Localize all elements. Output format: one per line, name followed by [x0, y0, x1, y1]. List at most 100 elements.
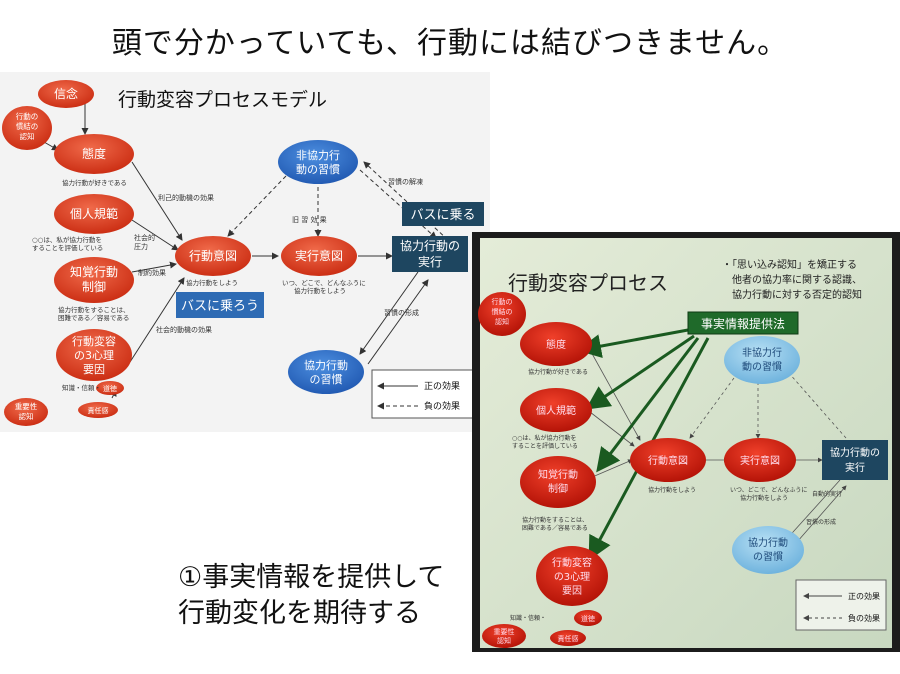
node-three-factors-3: 要因	[83, 363, 105, 376]
node-habit-cog-1: 行動の	[16, 111, 39, 121]
edge-label-selfish: 利己的動機の効果	[158, 193, 214, 202]
note-knowledge: 知識・信頼・	[62, 383, 101, 392]
edge-label-habit-form: 習慣の形成	[384, 308, 419, 317]
edge-label-social-pressure-2: 圧力	[134, 242, 148, 251]
photo-node-coop-behavior-2: 実行	[845, 461, 865, 474]
photo-node-three-factors	[536, 546, 608, 606]
photo-node-three-factors-1: 行動変容	[552, 556, 592, 569]
node-attitude	[54, 134, 134, 174]
photo-node-noncoop-habit	[724, 336, 800, 384]
photo-node-perceived-control	[520, 456, 596, 508]
photo-node-coop-behavior	[822, 440, 888, 480]
note-norm-1: ○○は、私が協力行動を	[32, 235, 102, 244]
photo-node-habit-cog-3: 認知	[495, 317, 509, 326]
photo-note-knowledge: 知識・信頼・	[510, 614, 546, 622]
edge-label-social-pressure-1: 社会的	[134, 233, 155, 242]
photo-node-habit-cog-2: 慣結の	[492, 307, 513, 316]
photo-note-attitude: 協力行動が好きである	[528, 368, 588, 376]
diagram-title: 行動変容プロセスモデル	[118, 89, 327, 111]
node-habit-cog-2: 慣結の	[16, 121, 39, 131]
photo-note-norm-1: ○○は、私が協力行動を	[512, 434, 576, 442]
caption-line-2: 行動変化を期待する	[178, 598, 421, 629]
node-perceived-control-2: 制御	[82, 279, 106, 294]
node-three-factors-1: 行動変容	[72, 334, 116, 348]
photo-node-personal-norm-label: 個人規範	[536, 404, 576, 417]
note-attitude: 協力行動が好きである	[62, 178, 127, 187]
note-impl-2: 協力行動をしよう	[294, 286, 346, 295]
photo-node-impl-intention	[724, 438, 796, 482]
photo-node-responsibility	[550, 630, 586, 646]
photo-node-moral	[574, 610, 602, 626]
photo-node-importance-1: 重要性	[494, 627, 515, 636]
photo-legend-box	[795, 579, 887, 631]
node-attitude-label: 態度	[82, 146, 106, 161]
bus-ride-box	[176, 292, 264, 318]
note-norm-2: することを評価している	[32, 243, 103, 252]
node-importance	[4, 398, 48, 426]
node-three-factors	[56, 329, 132, 381]
node-noncoop-habit	[278, 140, 358, 184]
node-intention	[175, 236, 251, 276]
node-habit-cognition	[2, 106, 52, 150]
photo-node-coop-habit-1: 協力行動	[748, 536, 788, 549]
photo-node-importance	[482, 624, 526, 648]
node-impl-intention-label: 実行意図	[295, 248, 343, 263]
photo-node-attitude	[520, 322, 592, 366]
photo-node-impl-intention-label: 実行意図	[740, 454, 780, 467]
slide-note-3: 協力行動に対する否定的認知	[732, 288, 862, 301]
node-importance-2: 認知	[19, 411, 34, 421]
photo-node-intention	[630, 438, 706, 482]
node-moral	[96, 381, 124, 395]
node-coop-habit	[288, 350, 364, 394]
slide-note-2: 他者の協力率に関する認識、	[732, 273, 862, 286]
node-belief	[38, 80, 94, 108]
photo-node-coop-habit-2: の習慣	[753, 550, 783, 563]
note-control-1: 協力行動をすることは、	[58, 305, 130, 314]
node-responsibility	[78, 402, 118, 418]
photo-node-three-factors-2: の3心理	[554, 571, 590, 583]
edge-label-habit-release: 習慣の解凍	[388, 177, 423, 186]
photo-legend-negative: 負の効果	[848, 613, 880, 623]
note-impl-1: いつ、どこで、どんなふうに	[282, 279, 366, 287]
photo-note-intention: 協力行動をしよう	[648, 486, 696, 494]
node-personal-norm-label: 個人規範	[70, 206, 118, 221]
bus-board-label: バスに乗る	[410, 208, 475, 223]
photo-note-impl-1: いつ、どこで、どんなふうに	[730, 486, 807, 494]
note-intention: 協力行動をしよう	[186, 278, 238, 287]
photo-node-noncoop-habit-1: 非協力行	[742, 346, 782, 359]
photo-note-norm-2: することを評価している	[512, 442, 578, 450]
photo-node-attitude-label: 態度	[546, 338, 566, 351]
photo-node-habit-cog-1: 行動の	[492, 297, 513, 306]
node-implementation-intention	[281, 236, 357, 276]
node-coop-habit-2: の習慣	[310, 372, 343, 386]
photo-note-control-1: 協力行動をすることは、	[522, 516, 588, 524]
caption-line-1: ①事実情報を提供して	[178, 562, 445, 593]
node-responsibility-label: 責任感	[88, 406, 109, 415]
node-coop-behavior-1: 協力行動の	[400, 238, 460, 253]
node-importance-1: 重要性	[15, 401, 38, 411]
node-noncoop-habit-1: 非協力行	[296, 149, 340, 162]
photo-note-impl-2: 協力行動をしよう	[740, 494, 788, 502]
photo-node-coop-behavior-1: 協力行動の	[830, 446, 880, 459]
note-control-2: 困難である／容易である	[58, 313, 129, 322]
node-coop-behavior-2: 実行	[418, 254, 442, 269]
legend-positive: 正の効果	[424, 380, 460, 392]
headline: 頭で分かっていても、行動には結びつきません。	[111, 26, 789, 61]
slide-note-1: ・「思い込み認知」を矯正する	[722, 258, 857, 271]
node-noncoop-habit-2: 動の習慣	[296, 162, 340, 176]
edge-label-social-motive: 社会的動機の効果	[156, 325, 212, 334]
photo-node-responsibility-label: 責任感	[558, 634, 579, 643]
edge-label-old-habit: 旧 習 効 果	[292, 215, 327, 224]
fact-info-label: 事実情報提供法	[701, 316, 785, 331]
photo-node-perceived-control-1: 知覚行動	[538, 468, 578, 481]
node-coop-habit-1: 協力行動	[304, 358, 348, 372]
node-habit-cog-3: 認知	[20, 131, 35, 141]
photo-node-moral-label: 道徳	[581, 614, 595, 623]
legend-negative: 負の効果	[424, 400, 460, 412]
photo-note-auto: 自動的実行	[812, 490, 842, 498]
legend-box	[371, 369, 481, 419]
photo-node-three-factors-3: 要因	[562, 585, 582, 597]
photo-note-control-2: 困難である／容易である	[522, 524, 588, 532]
projected-slide-photo: 行動変容プロセス ・「思い込み認知」を矯正する 他者の協力率に関する認識、 協力…	[472, 232, 900, 652]
photo-legend-positive: 正の効果	[848, 591, 880, 601]
